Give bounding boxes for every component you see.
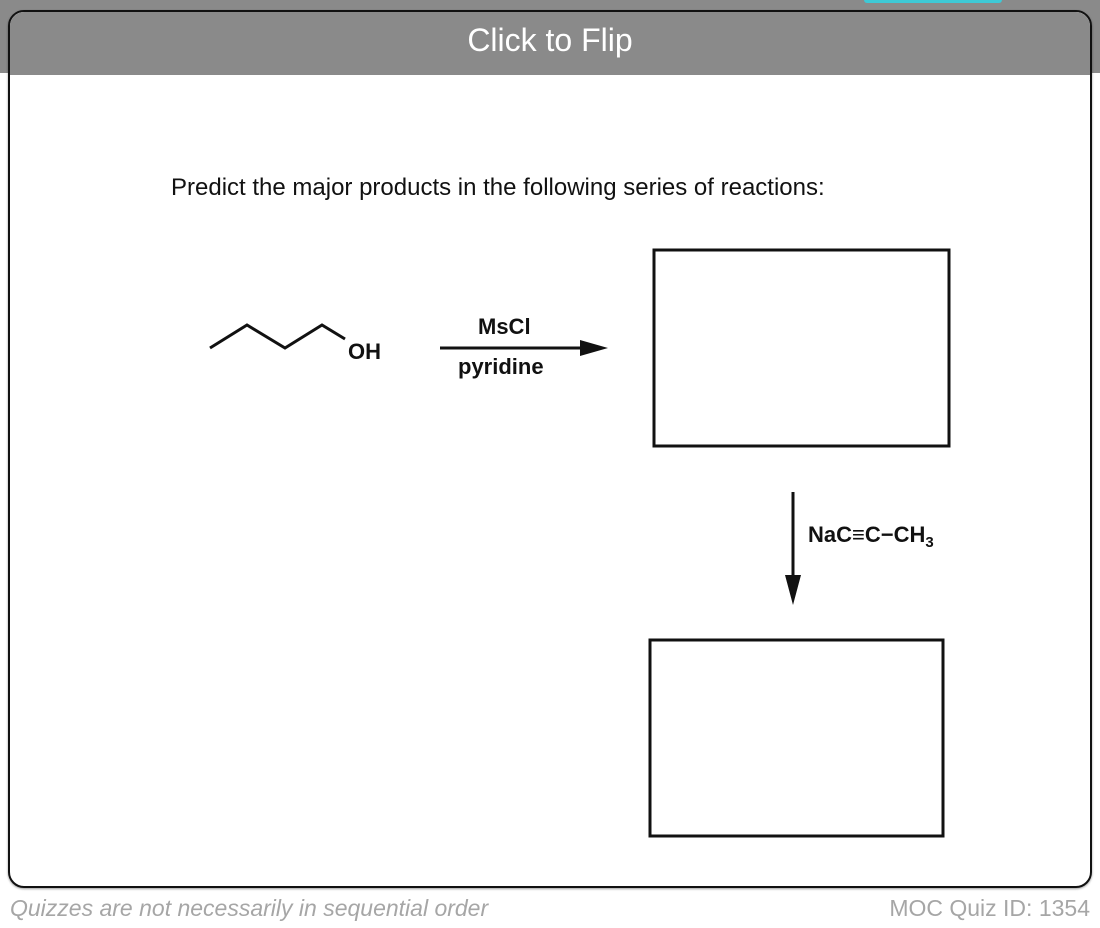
reagent-mscl: MsCl — [478, 314, 531, 339]
reagent-pyridine: pyridine — [458, 354, 544, 379]
question-text: Predict the major products in the follow… — [171, 174, 825, 201]
teal-button-edge[interactable] — [864, 0, 1002, 3]
arrowhead-2 — [785, 575, 801, 605]
reagent-main: NaC≡C−CH — [808, 522, 926, 547]
footer-note: Quizzes are not necessarily in sequentia… — [10, 895, 489, 921]
butanol-skeleton — [209, 323, 346, 350]
reagent-sodium-propynide: NaC≡C−CH3 — [808, 522, 934, 551]
reagent-subscript: 3 — [925, 534, 934, 551]
hydroxyl-label: OH — [348, 339, 381, 364]
click-to-flip-button[interactable]: Click to Flip — [10, 12, 1090, 75]
product-box-2 — [648, 638, 945, 838]
flashcard[interactable]: Click to Flip — [8, 10, 1092, 888]
arrowhead-1 — [580, 340, 608, 356]
product-box-1 — [652, 248, 951, 448]
quiz-id: MOC Quiz ID: 1354 — [889, 895, 1090, 921]
